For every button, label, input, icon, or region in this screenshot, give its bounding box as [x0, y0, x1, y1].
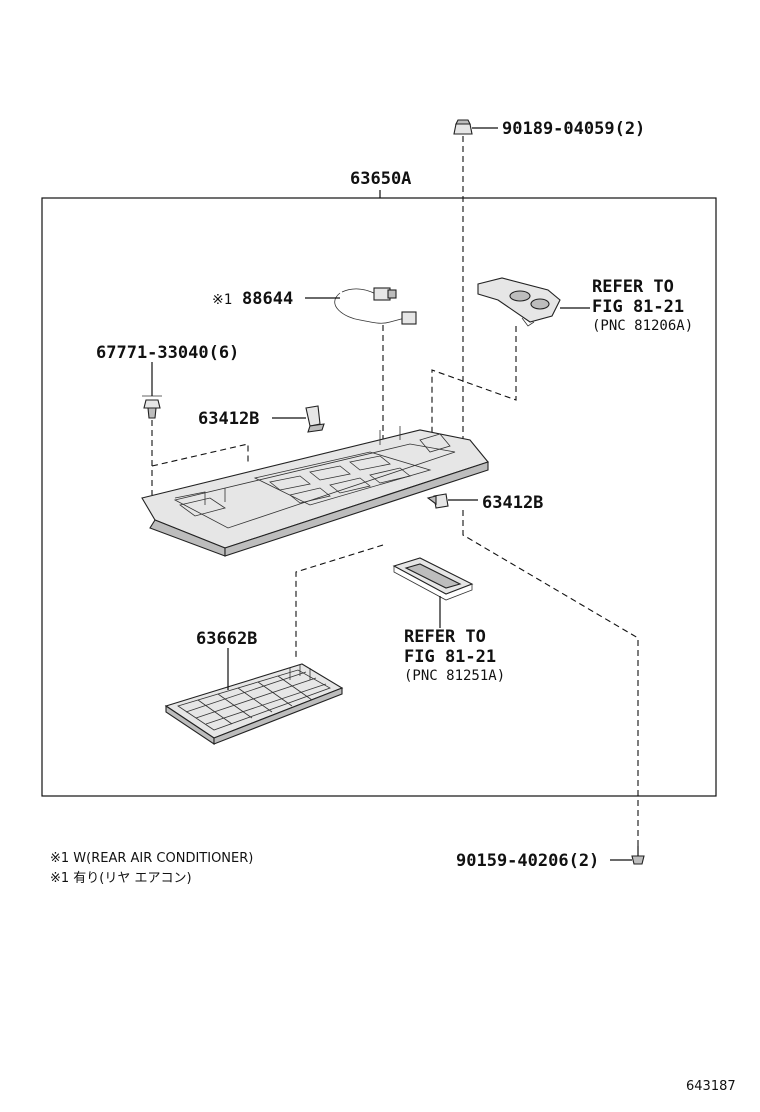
lamp-dash: [431, 326, 517, 440]
refer-lower-line-3: (PNC 81251A): [404, 668, 505, 684]
lamp-housing-part: [477, 277, 561, 327]
bracket-right-label: 63412B: [482, 493, 543, 513]
wire-label: 88644: [242, 289, 293, 309]
clip-left-part: [142, 395, 162, 419]
lens-part: [392, 557, 474, 601]
screw-part: [631, 846, 645, 865]
lid-label: 63662B: [196, 629, 257, 649]
assembly-label: 63650A: [350, 169, 411, 189]
refer-lower-line-2: FIG 81-21: [404, 647, 496, 667]
lid-dash: [295, 544, 384, 660]
note-line-2: ※1 有り(リヤ エアコン): [50, 871, 192, 886]
bracket-right-part: [426, 493, 449, 509]
lid-part: [164, 663, 344, 746]
screw-label: 90159-40206(2): [456, 851, 599, 871]
wire-mark: ※1: [212, 292, 232, 308]
refer-upper-line-3: (PNC 81206A): [592, 318, 693, 334]
frame-dash-left: [151, 443, 249, 467]
refer-upper-line-1: REFER TO: [592, 277, 674, 297]
clip-left-label: 67771-33040(6): [96, 343, 239, 363]
note-line-1: ※1 W(REAR AIR CONDITIONER): [50, 851, 253, 866]
clip-top-part: [453, 119, 473, 135]
bracket-left-part: [305, 405, 325, 433]
refer-upper-line-2: FIG 81-21: [592, 297, 684, 317]
bracket-left-label: 63412B: [198, 409, 259, 429]
screw-dash: [462, 510, 639, 850]
wire-harness-part: [334, 287, 417, 325]
figure-id: 643187: [686, 1079, 736, 1094]
refer-lower-line-1: REFER TO: [404, 627, 486, 647]
assembly-boundary: [41, 197, 717, 797]
clip-top-label: 90189-04059(2): [502, 119, 645, 139]
console-frame-part: [141, 426, 489, 557]
